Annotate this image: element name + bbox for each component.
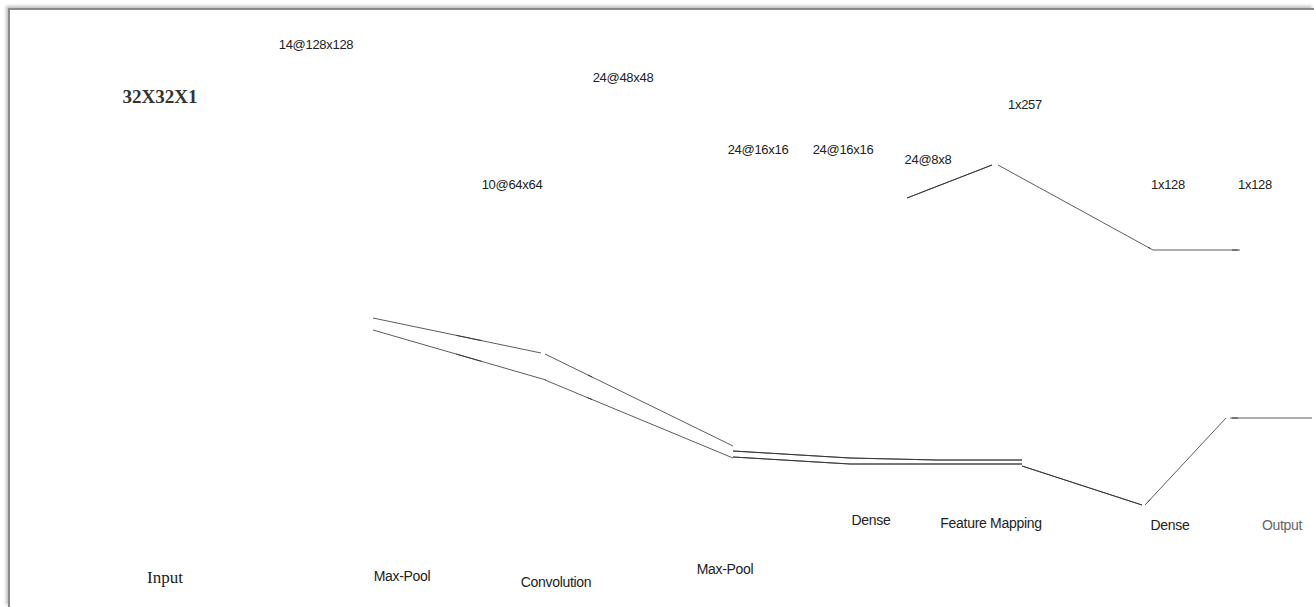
layer-connector [937, 460, 1022, 464]
layer-connector [907, 165, 1142, 505]
stage-label: Dense [852, 512, 891, 528]
layer-connector [733, 451, 850, 464]
layer-size-label: 10@64x64 [482, 177, 543, 192]
dense-layer-band: 1x257 [990, 95, 1148, 505]
stage-label: Convolution [521, 574, 592, 590]
feature-map-stack: 24@16x16 [728, 140, 857, 476]
dense-layer-band: 1x128 [1150, 175, 1232, 418]
stage-label: Max-Pool [374, 568, 431, 584]
layer-size-label: 24@16x16 [813, 142, 874, 157]
input-layer: 32X32X1 [72, 86, 222, 428]
layer-size-label: 1x128 [1151, 177, 1185, 192]
stage-label: Output [1262, 517, 1302, 533]
layer-size-label: 1x257 [1008, 97, 1042, 112]
layer-size-label: 1x128 [1238, 177, 1272, 192]
layer-size-label: 24@48x48 [593, 70, 654, 85]
feature-map-stack: 10@64x64 [482, 175, 588, 443]
layer-size-label: 14@128x128 [279, 37, 354, 52]
stage-label: Max-Pool [697, 561, 754, 577]
layer-connector [850, 458, 937, 464]
dense-layer-band: 1x128 [1238, 175, 1312, 418]
figure-frame [8, 8, 1314, 607]
layer-connector [1148, 247, 1150, 502]
feature-map-stack: 24@16x16 [813, 140, 944, 476]
feature-map-stack: 24@8x8 [904, 150, 1027, 466]
layer-connector [456, 335, 481, 361]
layer-size-label: 32X32X1 [123, 86, 198, 108]
layer-connector [1232, 250, 1238, 418]
stage-label: Input [147, 568, 183, 588]
stage-label: Dense [1151, 517, 1190, 533]
layer-size-label: 24@16x16 [728, 142, 789, 157]
stage-label: Feature Mapping [940, 515, 1041, 531]
feature-map-stack: 24@48x48 [592, 68, 745, 506]
feature-map-stack: 14@128x128 [279, 35, 457, 526]
layer-size-label: 24@8x8 [905, 152, 952, 167]
layer-connector [588, 375, 592, 400]
